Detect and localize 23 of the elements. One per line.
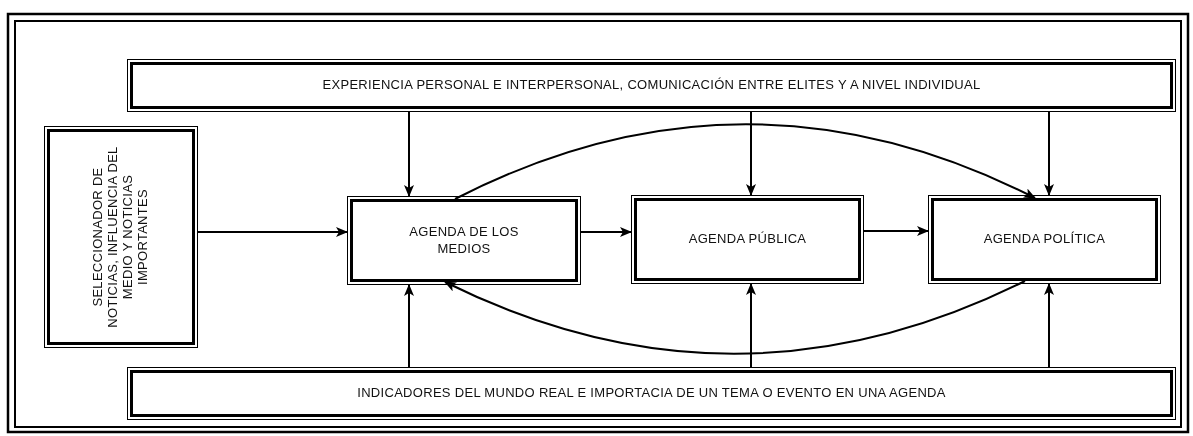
arrow — [404, 111, 414, 197]
text-box — [130, 370, 1173, 417]
arrow — [197, 227, 348, 237]
text-box — [634, 198, 861, 281]
arrow — [404, 284, 414, 368]
box-text: AGENDA POLÍTICA — [982, 231, 1107, 248]
text-box — [130, 62, 1173, 109]
box-text: AGENDA PÚBLICA — [687, 231, 808, 248]
arrow — [863, 226, 929, 236]
box-text: EXPERIENCIA PERSONAL E INTERPERSONAL, COMUNICACIÓN ENTRE ELITES Y A NIVEL INDIVIDUAL — [322, 77, 981, 94]
arrow — [580, 227, 632, 237]
box-text: SELECCIONADOR DE NOTICIAS, INFLUENCIA DEL MEDIO Y NOTICIAS IMPORTANTES — [91, 145, 151, 330]
arrow — [746, 111, 756, 196]
arrow — [454, 123, 1036, 200]
arrow — [1044, 111, 1054, 196]
text-box — [350, 199, 578, 282]
text-box — [931, 198, 1158, 281]
source-box — [47, 129, 195, 345]
box-text: AGENDA DE LOS MEDIOS — [408, 224, 520, 257]
box-text: INDICADORES DEL MUNDO REAL E IMPORTACIA DE UN TEMA O EVENTO EN UNA AGENDA — [357, 385, 946, 402]
arrow — [746, 283, 756, 368]
arrow — [1044, 283, 1054, 368]
arrow — [444, 280, 1026, 355]
